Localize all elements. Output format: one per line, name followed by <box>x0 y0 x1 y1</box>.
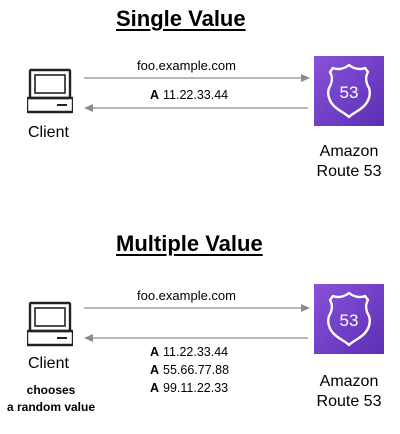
computer-monitor-icon <box>27 68 73 114</box>
query-label: foo.example.com <box>137 58 236 73</box>
single-value-title: Single Value <box>116 6 246 31</box>
record-value: 55.66.77.88 <box>163 363 230 377</box>
route53-icon: 53 <box>314 56 384 126</box>
route53-shield-icon: 53 <box>327 291 371 347</box>
record-type: A <box>150 345 160 359</box>
route53-label: Amazon Route 53 <box>316 143 382 180</box>
route53-badge-text: 53 <box>340 83 359 102</box>
arrow-left-icon <box>84 334 308 342</box>
computer-monitor-icon <box>27 301 73 347</box>
route53-label: Amazon Route 53 <box>316 373 382 410</box>
record-value: 11.22.33.44 <box>163 88 229 102</box>
record-value: 11.22.33.44 <box>163 345 229 359</box>
record-type: A <box>150 363 160 377</box>
multiple-value-title: Multiple Value <box>116 231 263 256</box>
route53-badge-text: 53 <box>340 311 359 330</box>
route53-icon: 53 <box>314 284 384 354</box>
record-type: A <box>150 381 160 395</box>
record-value: 99.11.22.33 <box>163 381 229 395</box>
record-type: A <box>150 88 160 102</box>
query-label: foo.example.com <box>137 288 236 303</box>
client-label: Client <box>28 355 69 372</box>
client-note: chooses a random value <box>6 383 96 414</box>
client-label: Client <box>28 124 69 141</box>
arrow-right-icon <box>84 304 310 312</box>
arrow-left-icon <box>84 104 308 112</box>
route53-shield-icon: 53 <box>327 63 371 119</box>
arrow-right-icon <box>84 74 310 82</box>
